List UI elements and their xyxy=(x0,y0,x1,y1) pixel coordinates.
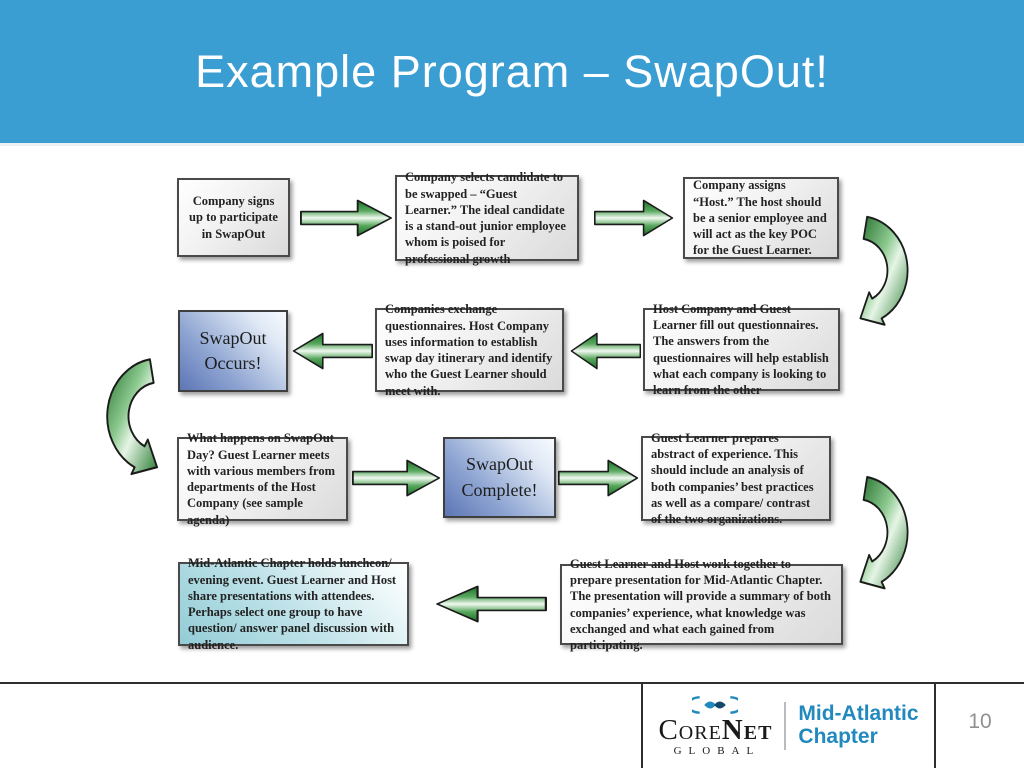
flow-box-exchange-questionnaires: Companies exchange questionnaires. Host … xyxy=(375,302,564,398)
chapter-line2: Chapter xyxy=(798,725,878,748)
arrow-left-icon xyxy=(570,327,641,375)
flow-box-swapout-complete: SwapOut Complete! xyxy=(443,437,556,518)
brand-name: CoreNet xyxy=(658,716,772,745)
brand-part-net: Net xyxy=(721,714,773,746)
logo-divider xyxy=(784,702,787,750)
flow-box-text: Host Company and Guest Learner fill out … xyxy=(653,301,829,397)
slide-title: Example Program – SwapOut! xyxy=(195,45,829,97)
arrow-right-icon xyxy=(594,194,674,242)
curved-arrow-down-icon xyxy=(92,350,168,486)
flow-box-text: SwapOut Complete! xyxy=(461,454,538,500)
arrow-right-icon xyxy=(558,454,639,502)
flow-box-prepare-abstract: Guest Learner prepares abstract of exper… xyxy=(641,431,831,526)
flow-box-chapter-event: Mid-Atlantic Chapter holds luncheon/ eve… xyxy=(178,556,409,652)
corenet-eye-icon xyxy=(692,696,739,714)
flow-box-text: Companies exchange questionnaires. Host … xyxy=(385,302,553,398)
flow-box-swapout-occurs: SwapOut Occurs! xyxy=(178,310,288,392)
arrow-right-icon xyxy=(352,454,441,502)
flow-box-fill-questionnaires: Host Company and Guest Learner fill out … xyxy=(643,302,840,397)
page-number: 10 xyxy=(968,710,992,733)
flow-box-text: Company selects candidate to be swapped … xyxy=(405,170,566,266)
curved-arrow-down-icon xyxy=(850,468,922,600)
flow-box-assign-host: Company assigns “Host.” The host should … xyxy=(683,177,839,259)
arrow-left-icon xyxy=(292,327,373,375)
arrow-right-icon xyxy=(300,194,393,242)
corenet-logo: CoreNet GLOBAL Mid-Atlantic Chapter xyxy=(641,684,936,768)
corenet-wordmark: CoreNet GLOBAL xyxy=(658,695,772,757)
flow-box-text: Company signs up to participate in SwapO… xyxy=(189,194,278,241)
flow-box-swapout-day: What happens on SwapOut Day? Guest Learn… xyxy=(177,431,348,527)
flow-box-prepare-presentation: Guest Learner and Host work together to … xyxy=(560,557,843,652)
flow-box-company-signup: Company signs up to participate in SwapO… xyxy=(177,178,290,257)
chapter-line1: Mid-Atlantic xyxy=(798,702,919,726)
arrow-left-icon xyxy=(435,580,547,628)
brand-part-core: Core xyxy=(658,714,722,746)
flow-box-select-candidate: Company selects candidate to be swapped … xyxy=(395,170,579,266)
flow-box-text: What happens on SwapOut Day? Guest Learn… xyxy=(187,431,336,527)
flow-box-text: Guest Learner prepares abstract of exper… xyxy=(651,430,814,526)
flow-box-text: Guest Learner and Host work together to … xyxy=(570,556,832,652)
footer-divider-line xyxy=(0,682,1024,684)
chapter-name: Mid-Atlantic Chapter xyxy=(798,703,918,748)
curved-arrow-down-icon xyxy=(850,208,922,336)
brand-subtext: GLOBAL xyxy=(673,745,761,757)
flow-box-text: SwapOut Occurs! xyxy=(199,327,267,373)
slide-header: Example Program – SwapOut! xyxy=(0,0,1024,146)
flow-box-text: Mid-Atlantic Chapter holds luncheon/ eve… xyxy=(188,556,397,652)
flow-box-text: Company assigns “Host.” The host should … xyxy=(693,178,827,258)
